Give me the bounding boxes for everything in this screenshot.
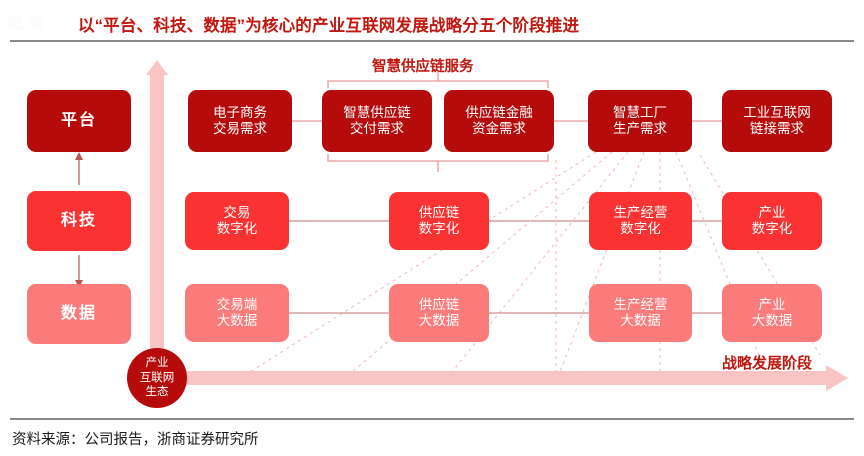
- level-label-data[interactable]: 数据: [27, 284, 131, 344]
- level-label-platform[interactable]: 平台: [27, 90, 131, 152]
- tech-node-2[interactable]: 供应链 数字化: [389, 192, 489, 250]
- footer-divider: [10, 418, 854, 420]
- platform-node-1[interactable]: 电子商务 交易需求: [188, 90, 292, 152]
- figure-watermark: 图 表：: [8, 15, 62, 32]
- stage-axis-label: 战略发展阶段: [722, 355, 813, 372]
- tech-node-4[interactable]: 产业 数字化: [722, 192, 822, 250]
- platform-node-5[interactable]: 工业互联网 链接需求: [722, 90, 832, 152]
- data-node-2[interactable]: 供应链 大数据: [389, 284, 489, 342]
- tech-node-3[interactable]: 生产经营 数字化: [589, 192, 692, 250]
- data-node-3[interactable]: 生产经营 大数据: [589, 284, 692, 342]
- tech-node-1[interactable]: 交易 数字化: [185, 192, 289, 250]
- level-label-tech[interactable]: 科技: [27, 191, 131, 251]
- source-note: 资料来源：公司报告，浙商证券研究所: [12, 432, 259, 448]
- supply-chain-bracket-bottom: [327, 154, 549, 172]
- supply-chain-service-label: 智慧供应链服务: [372, 59, 474, 75]
- ecosystem-circle[interactable]: 产业 互联网 生态: [127, 348, 187, 408]
- page-title: 以“平台、科技、数据”为核心的产业互联网发展战略分五个阶段推进: [78, 17, 580, 35]
- capability-up-arrow: [146, 60, 168, 389]
- platform-node-2[interactable]: 智慧供应链 交付需求: [322, 90, 432, 152]
- platform-node-3[interactable]: 供应链金融 资金需求: [444, 90, 554, 152]
- data-node-1[interactable]: 交易端 大数据: [185, 284, 289, 342]
- title-divider: [10, 40, 854, 42]
- platform-node-4[interactable]: 智慧工厂 生产需求: [588, 90, 692, 152]
- data-node-4[interactable]: 产业 大数据: [722, 284, 822, 342]
